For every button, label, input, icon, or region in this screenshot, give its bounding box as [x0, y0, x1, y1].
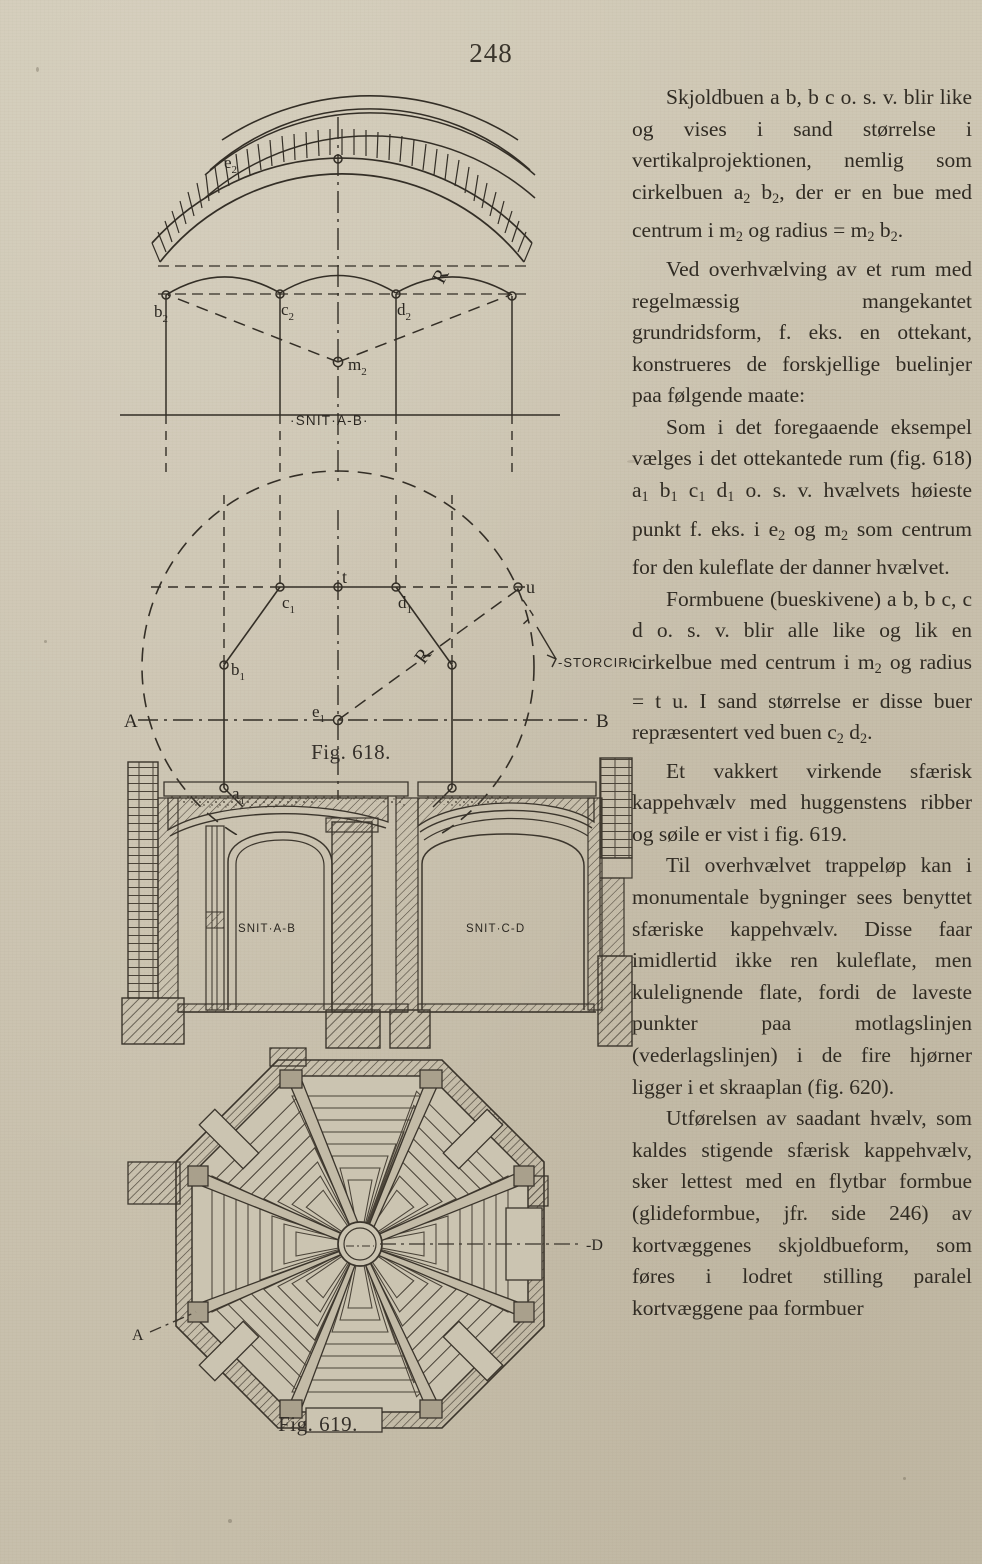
paragraph-3: Som i det foregaaende eksempel vælges i …	[632, 414, 973, 580]
label-c1: c1	[282, 593, 295, 616]
figure-619-marker-d: -D	[586, 1237, 603, 1254]
body-text-column: Skjoldbuen a b, b c o. s. v. blir like o…	[632, 82, 972, 1324]
axis-label-A: A	[124, 711, 138, 732]
figure-619-drawing: -D A	[127, 1047, 603, 1433]
paragraph-6: Til overhvælvet trappeløp kan i monument…	[632, 853, 972, 1099]
paragraph-2: Ved overhvælving av et rum med regelmæss…	[632, 256, 972, 408]
figure-618-caption: Fig. 618.	[311, 740, 391, 764]
figure-619-caption: Fig. 619.	[278, 1412, 358, 1436]
section-label-snit-ab: SNIT·A-B	[238, 923, 296, 935]
paragraph-1: Skjoldbuen a b, b c o. s. v. blir like o…	[632, 85, 972, 246]
figure-618-wall-sections: SNIT·A-B	[121, 757, 633, 1049]
label-u: u	[526, 577, 535, 597]
label-d2: d2	[397, 300, 411, 323]
label-m2: m2	[348, 355, 367, 378]
label-e2: e2	[224, 153, 237, 176]
label-storcirkel: -STORCIRKEL·	[558, 655, 632, 670]
label-t: t	[342, 567, 347, 587]
scan-speck	[228, 1519, 232, 1523]
label-e1: e1	[312, 702, 325, 725]
figure-619-marker-a: A	[132, 1327, 144, 1344]
figure-618-drawing: e2 b2 c2 d2 m2 R ·SNIT·A-B·	[120, 95, 632, 835]
scan-speck	[627, 460, 637, 463]
scan-speck	[903, 1477, 906, 1480]
section-label-snit-ab-upper: ·SNIT·A-B·	[290, 413, 369, 428]
paragraph-5: Et vakkert virkende sfærisk kappehvælv m…	[632, 758, 972, 846]
axis-label-B: B	[596, 711, 609, 732]
page-number: 248	[469, 38, 513, 68]
label-b1: b1	[231, 660, 245, 683]
scan-speck	[44, 640, 47, 643]
label-R-upper: R	[428, 265, 454, 288]
paragraph-4: Formbuene (bueskivene) a b, b c, c d o. …	[632, 586, 973, 748]
paragraph-7: Utførelsen av saadant hvælv, som kaldes …	[632, 1106, 972, 1320]
figure-column: e2 b2 c2 d2 m2 R ·SNIT·A-B·	[120, 95, 633, 1436]
scan-speck	[36, 67, 39, 72]
section-label-snit-cd: SNIT·C-D	[466, 923, 525, 935]
label-d1: d1	[398, 593, 412, 616]
label-c2: c2	[281, 300, 294, 323]
